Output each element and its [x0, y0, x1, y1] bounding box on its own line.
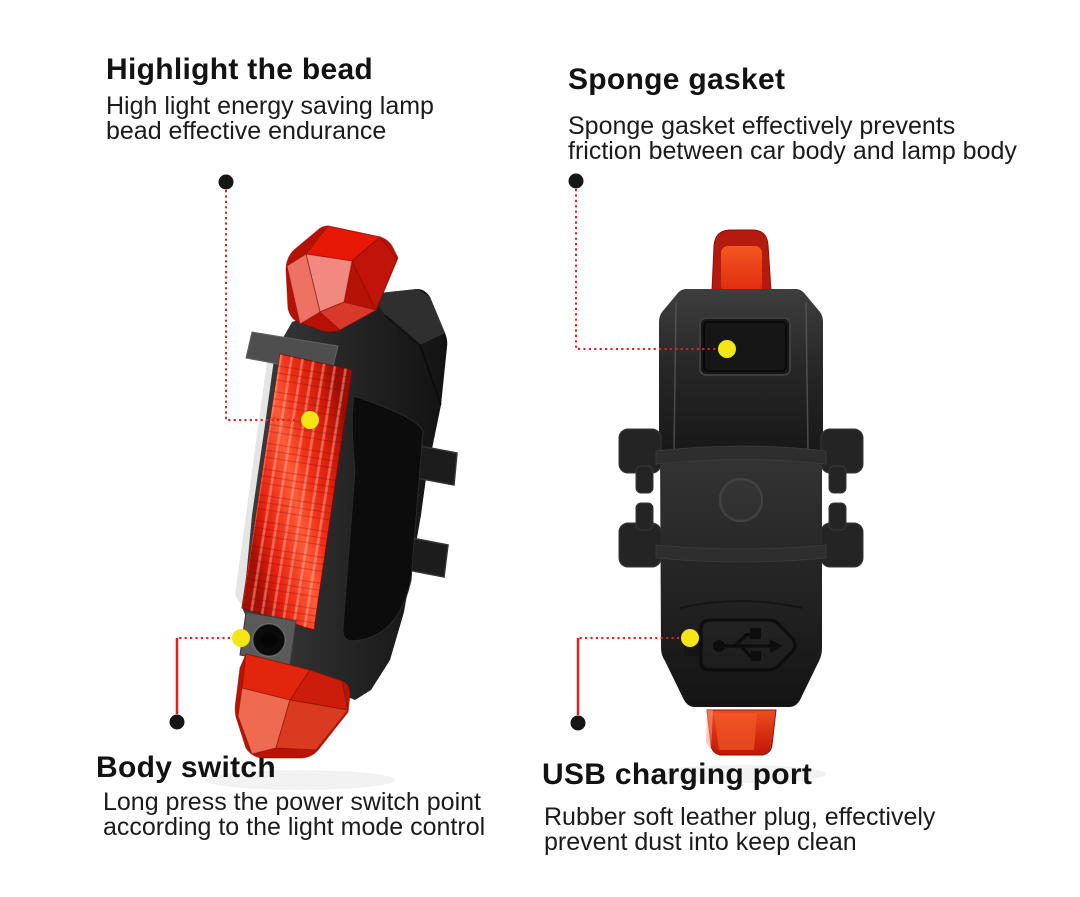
feature-desc-line: Long press the power switch point — [103, 788, 481, 816]
callout-body-switch — [169, 629, 250, 730]
callout-anchor-dot — [218, 174, 234, 190]
callout-line — [225, 190, 299, 421]
feature-title: Highlight the bead — [106, 53, 374, 86]
bracket-hook-tab — [828, 465, 847, 494]
bottom-cap — [234, 653, 351, 759]
body-seam — [384, 314, 442, 406]
feature-desc-line: prevent dust into keep clean — [544, 827, 857, 856]
feature-title: USB charging port — [542, 758, 812, 791]
mount-bracket — [618, 428, 864, 568]
callout-usb-port — [570, 629, 699, 731]
feature-body-switch: Body switch Long press the power switch … — [96, 751, 485, 839]
body-emblem — [718, 477, 764, 523]
body-facet — [370, 289, 445, 345]
bracket-hook-tab — [828, 502, 847, 531]
callout-target-marker — [232, 629, 250, 647]
body-crease — [679, 600, 803, 609]
callouts — [169, 173, 736, 731]
tail-light-side-view — [234, 225, 458, 759]
usb-icon — [713, 628, 782, 661]
callout-anchor-dot — [568, 173, 584, 189]
feature-title: Body switch — [96, 751, 276, 784]
feature-desc-line: according to the light mode control — [103, 812, 486, 841]
top-cap — [285, 225, 399, 333]
feature-title: Sponge gasket — [568, 63, 786, 96]
callout-anchor-dot — [570, 715, 586, 731]
feature-sponge-gasket: Sponge gasket Sponge gasket effectively … — [568, 63, 1017, 163]
body-switch-area — [239, 611, 297, 666]
tail-light-back-view — [618, 229, 864, 756]
top-cap — [711, 229, 772, 295]
bracket-hook-tab — [635, 502, 654, 531]
mount-clip — [416, 445, 458, 486]
cap-highlight — [706, 710, 713, 750]
feature-desc-line: bead effective endurance — [106, 116, 387, 145]
feature-usb-charging-port: USB charging port Rubber soft leather pl… — [542, 758, 935, 854]
callout-target-marker — [718, 340, 736, 358]
bracket-bar — [655, 544, 827, 563]
bottom-cap — [706, 709, 777, 756]
body-seams — [673, 301, 809, 453]
shadow — [205, 770, 395, 790]
feature-desc-line: friction between car body and lamp body — [568, 136, 1017, 165]
bracket-hook-tab — [635, 465, 654, 494]
gloss-panel — [342, 395, 424, 642]
feature-description: High light energy saving lamp bead effec… — [106, 92, 434, 145]
feature-description: Rubber soft leather plug, effectively pr… — [542, 803, 936, 856]
cap-inner-face — [714, 713, 757, 750]
sponge-gasket-panel — [699, 317, 791, 376]
power-switch-ring — [252, 623, 286, 657]
shadow — [656, 765, 826, 783]
callout-anchor-dot — [169, 714, 185, 730]
callout-target-marker — [301, 411, 319, 429]
led-lens-texture — [242, 354, 352, 630]
callout-target-marker — [681, 629, 699, 647]
cap-inner-face — [721, 246, 762, 292]
bracket-bar — [655, 445, 827, 465]
feature-highlight-bead: Highlight the bead High light energy sav… — [106, 53, 434, 143]
callout-highlight-bead — [218, 174, 319, 429]
feature-desc-line: High light energy saving lamp — [106, 92, 434, 120]
led-lens — [241, 353, 353, 631]
power-switch-center — [261, 632, 277, 648]
feature-description: Long press the power switch point accord… — [96, 788, 486, 841]
feature-desc-line: Rubber soft leather plug, effectively — [544, 803, 936, 831]
feature-desc-line: Sponge gasket effectively prevents — [568, 112, 956, 140]
feature-description: Sponge gasket effectively prevents frict… — [568, 112, 1017, 165]
usb-port-panel — [684, 618, 797, 672]
callout-sponge-gasket — [568, 173, 736, 358]
